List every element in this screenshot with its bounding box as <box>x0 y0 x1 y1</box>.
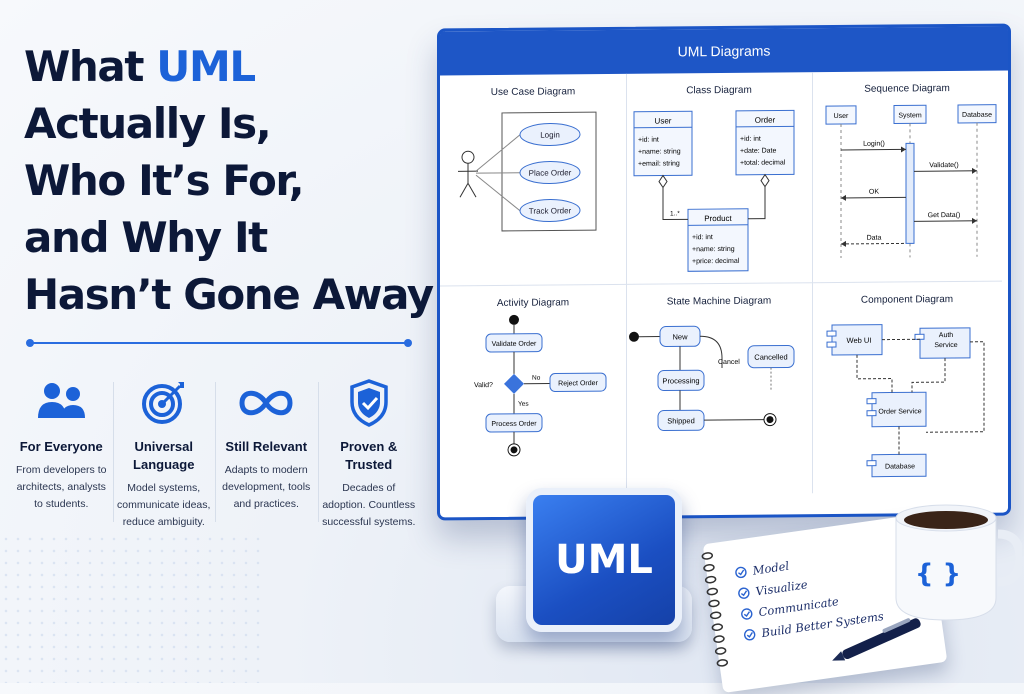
activity-node: Reject Order <box>558 380 598 387</box>
sequence-message: OK <box>869 189 879 196</box>
lifeline-system: System <box>898 112 922 119</box>
check-circle-icon <box>743 628 757 642</box>
class-user-attr: +email: string <box>638 160 680 167</box>
lifeline-database: Database <box>962 112 992 119</box>
state-node: Processing <box>662 376 699 385</box>
headline-line-5: Hasn’t Gone Away <box>24 266 424 323</box>
activity-diagram: Activity Diagram Validate Order Valid? N… <box>440 285 627 497</box>
component-node: Web UI <box>847 336 872 345</box>
uml-diagrams-board: UML Diagrams Use Case Diagram Login Plac… <box>437 23 1011 520</box>
use-case-login: Login <box>540 130 560 139</box>
no-label: No <box>532 375 541 382</box>
class-product-attr: +id: int <box>692 234 713 241</box>
check-circle-icon <box>734 565 748 579</box>
headline-line-4: and Why It <box>24 209 424 266</box>
sequence-message: Data <box>867 235 882 242</box>
yes-label: Yes <box>518 401 529 408</box>
feature-universal-language: Universal Language Model systems, commun… <box>113 378 216 548</box>
class-user-attr: +name: string <box>638 148 681 155</box>
activity-node: Process Order <box>491 421 537 428</box>
shield-check-icon <box>339 378 399 428</box>
feature-desc: From developers to architects, analysts … <box>13 462 110 513</box>
cube-label: UML <box>526 488 682 632</box>
sequence-drawing: User System Database Login() Validate() … <box>812 71 1002 283</box>
feature-still-relevant: Still Relevant Adapts to modern developm… <box>215 378 318 548</box>
state-machine-diagram: State Machine Diagram New Processing Shi… <box>626 283 813 495</box>
feature-title: Proven & Trusted <box>321 438 418 474</box>
activity-drawing: Validate Order Valid? No Reject Order Ye… <box>440 285 626 497</box>
headline-line-2: Actually Is, <box>24 95 424 152</box>
component-node: Order Service <box>878 408 921 415</box>
people-icon <box>31 378 91 428</box>
headline-word: What <box>24 42 156 91</box>
use-case-diagram: Use Case Diagram Login Place Order Track… <box>440 74 627 287</box>
feature-desc: Decades of adoption. Countless successfu… <box>321 480 418 531</box>
headline-accent-word: UML <box>156 42 254 91</box>
headline-line-1: What UML <box>24 38 424 95</box>
multiplicity-label: 1..* <box>670 210 680 217</box>
check-circle-icon <box>740 607 754 621</box>
transition-label: Cancel <box>718 359 740 366</box>
state-node: Shipped <box>667 416 695 425</box>
class-drawing: User +id: int +name: string +email: stri… <box>626 72 812 284</box>
headline-divider <box>28 342 410 344</box>
component-node: Database <box>885 463 915 470</box>
feature-for-everyone: For Everyone From developers to architec… <box>10 378 113 548</box>
state-node: New <box>672 332 688 341</box>
class-product-name: Product <box>704 214 732 223</box>
headline-line-3: Who It’s For, <box>24 152 424 209</box>
sequence-diagram: Sequence Diagram User System Database Lo… <box>812 71 1002 284</box>
class-order-attr: +date: Date <box>740 148 776 155</box>
feature-desc: Model systems, communicate ideas, reduce… <box>116 480 213 531</box>
spiral-binding <box>699 543 734 693</box>
uml-cube: UML <box>496 468 696 658</box>
use-case-track-order: Track Order <box>529 206 572 215</box>
class-product-attr: +price: decimal <box>692 258 740 265</box>
class-order-attr: +id: int <box>740 136 761 143</box>
class-user-name: User <box>655 116 672 125</box>
feature-desc: Adapts to modern development, tools and … <box>218 462 315 513</box>
feature-row: For Everyone From developers to architec… <box>10 378 420 548</box>
state-node: Cancelled <box>754 352 787 361</box>
class-order-attr: +total: decimal <box>740 159 786 166</box>
headline: What UML Actually Is, Who It’s For, and … <box>24 38 424 323</box>
sequence-message: Validate() <box>929 162 958 169</box>
feature-proven-trusted: Proven & Trusted Decades of adoption. Co… <box>318 378 421 548</box>
feature-title: For Everyone <box>13 438 110 456</box>
check-circle-icon <box>737 586 751 600</box>
list-item-text: Model <box>752 558 790 577</box>
class-product-attr: +name: string <box>692 246 735 253</box>
board-title: UML Diagrams <box>440 27 1008 76</box>
state-drawing: New Processing Shipped Cancel Cancelled <box>626 283 812 495</box>
use-case-drawing: Login Place Order Track Order <box>440 74 626 286</box>
coffee-mug-icon: { } <box>892 500 1022 625</box>
use-case-place-order: Place Order <box>529 168 572 177</box>
class-diagram: Class Diagram User +id: int +name: strin… <box>626 72 813 285</box>
infinity-icon <box>234 378 298 428</box>
feature-title: Still Relevant <box>218 438 315 456</box>
decorative-dot-grid <box>0 533 260 683</box>
target-icon <box>134 378 194 428</box>
sequence-message: Login() <box>863 141 885 148</box>
class-user-attr: +id: int <box>638 137 659 144</box>
class-order-name: Order <box>755 116 776 125</box>
decision-label: Valid? <box>474 382 493 389</box>
mug-braces-text: { } <box>915 559 961 589</box>
sequence-message: Get Data() <box>928 212 961 219</box>
feature-title: Universal Language <box>116 438 213 474</box>
activity-node: Validate Order <box>492 341 537 348</box>
lifeline-user: User <box>834 113 849 120</box>
